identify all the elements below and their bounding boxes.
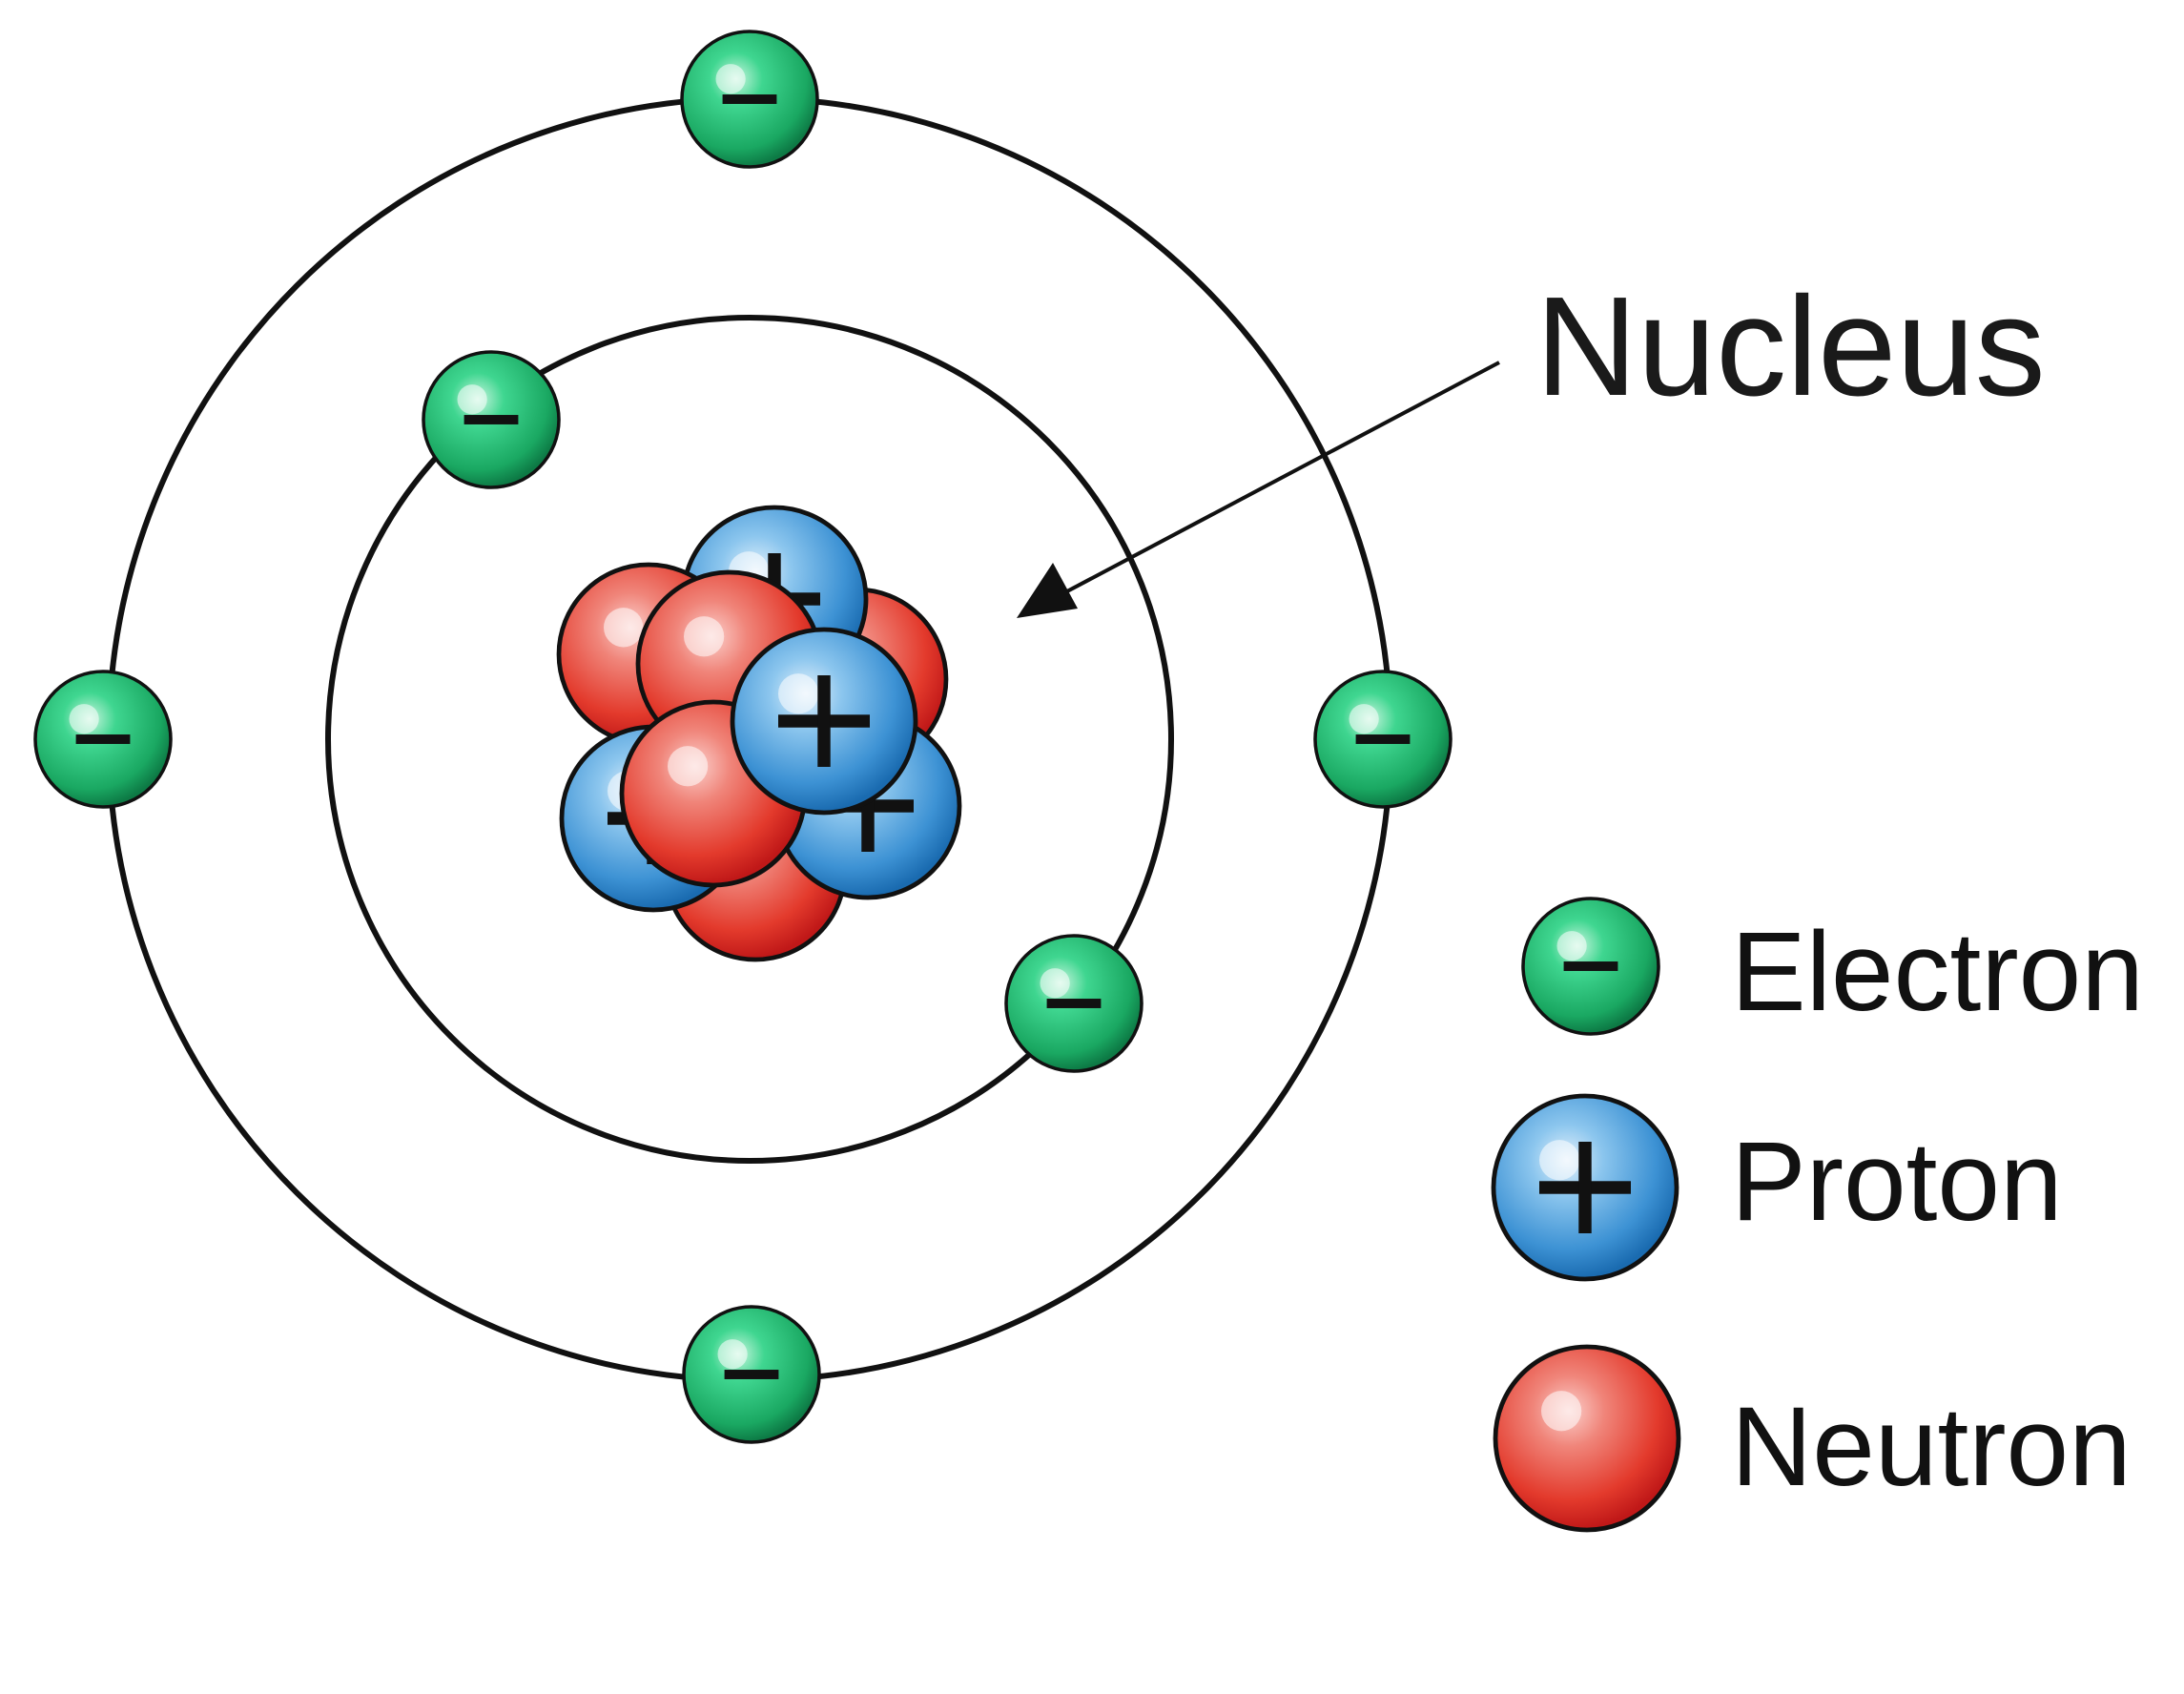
electron-5	[1004, 934, 1144, 1073]
legend-label-electron: Electron	[1731, 909, 2144, 1035]
legend-label-proton: Proton	[1731, 1119, 2063, 1245]
nucleus-label: Nucleus	[1535, 268, 2046, 425]
neutron-icon	[1493, 1344, 1681, 1533]
nucleus-callout-arrow	[1017, 361, 1500, 618]
nucleus-proton-9	[730, 627, 918, 816]
proton-icon	[1491, 1093, 1679, 1282]
legend	[1491, 897, 1681, 1533]
legend-label-neutron: Neutron	[1731, 1384, 2132, 1510]
electron-1	[680, 30, 819, 169]
electrons	[33, 30, 1453, 1444]
electron-2	[422, 350, 561, 489]
electron-icon	[1521, 897, 1660, 1036]
electron-4	[1313, 670, 1453, 809]
nucleus	[556, 505, 962, 962]
electron-3	[33, 670, 173, 809]
electron-6	[682, 1305, 821, 1444]
inner-orbit	[325, 315, 1174, 1164]
